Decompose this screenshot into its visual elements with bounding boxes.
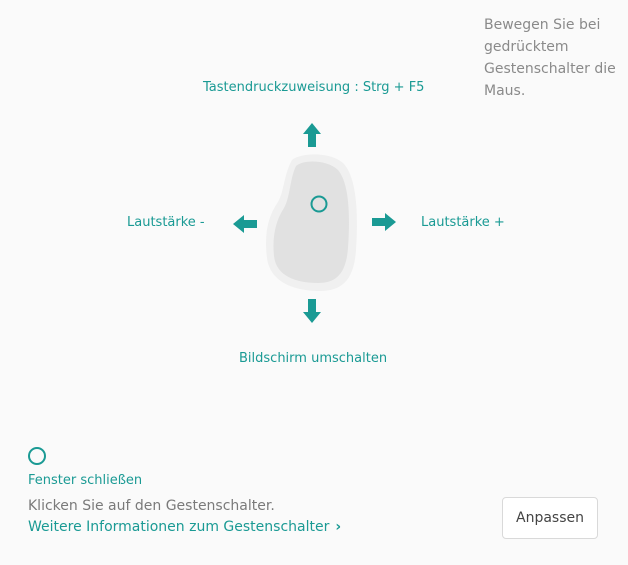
click-action-title: Fenster schließen — [28, 473, 143, 488]
arrow-down-icon — [303, 299, 321, 323]
gesture-right-label: Lautstärke + — [421, 215, 505, 230]
gesture-up-label: Tastendruckzuweisung : Strg + F5 — [203, 80, 425, 95]
gesture-left-label: Lautstärke - — [127, 215, 205, 230]
click-action-description: Klicken Sie auf den Gestenschalter. — [28, 498, 275, 514]
arrow-left-icon — [233, 215, 257, 233]
more-info-link[interactable]: Weitere Informationen zum Gestenschalter… — [28, 519, 341, 535]
chevron-right-icon: › — [335, 519, 342, 535]
mouse-body — [273, 161, 349, 283]
gesture-button-icon — [310, 195, 328, 213]
arrow-up-icon — [303, 123, 321, 147]
mouse-illustration — [266, 154, 357, 291]
arrow-right-icon — [372, 213, 396, 231]
customize-button[interactable]: Anpassen — [502, 497, 598, 539]
more-info-link-label: Weitere Informationen zum Gestenschalter — [28, 519, 330, 535]
instruction-hint: Bewegen Sie bei gedrücktem Gestenschalte… — [484, 17, 616, 99]
click-indicator-icon — [28, 447, 46, 465]
gesture-down-label: Bildschirm umschalten — [239, 351, 388, 366]
